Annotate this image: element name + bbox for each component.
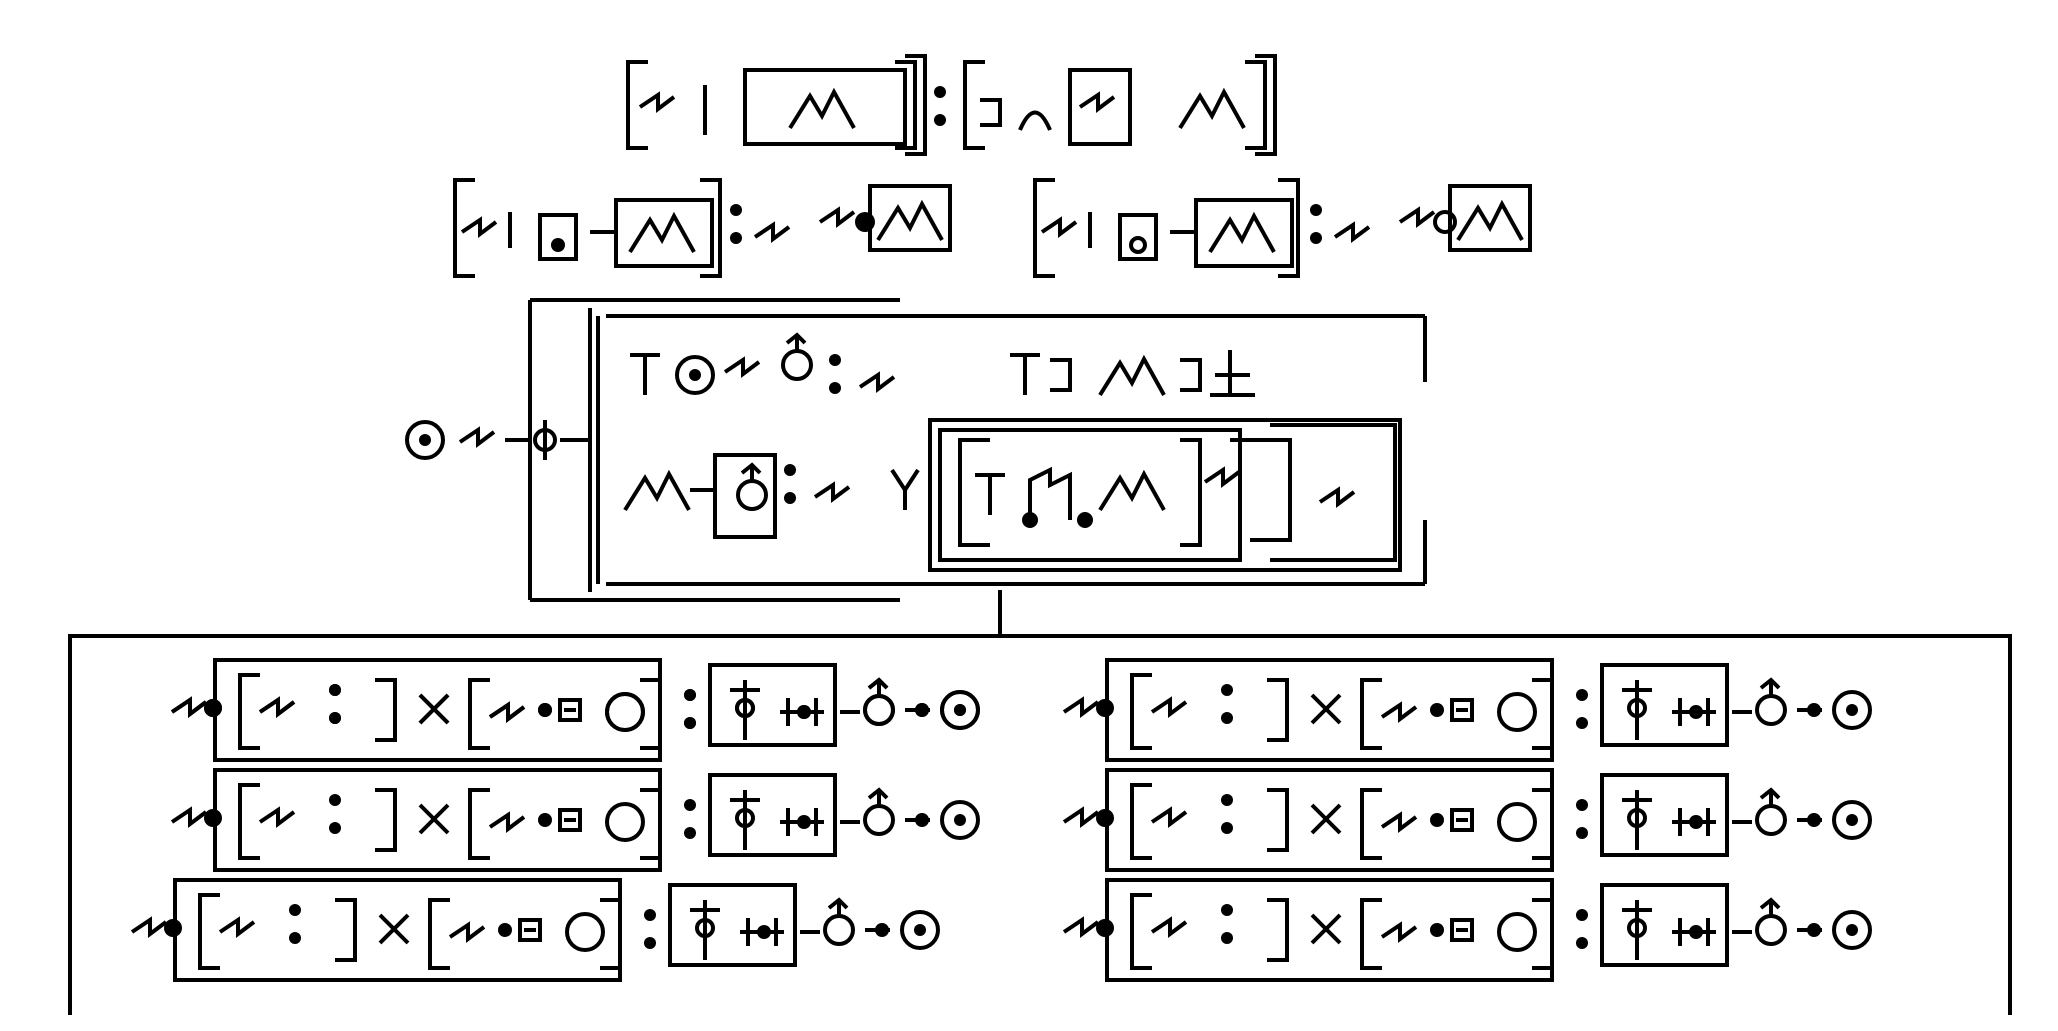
row-3 <box>630 333 1255 397</box>
connector <box>68 590 2012 1015</box>
row-1 <box>626 54 1277 156</box>
main-frame <box>405 298 1427 602</box>
formula-row-7a <box>132 880 938 980</box>
formula-row-6a <box>172 770 978 870</box>
formula-row-7b <box>1064 880 1870 980</box>
row-4 <box>623 418 1402 572</box>
formula-row-5a <box>172 660 978 760</box>
formula-row-5b <box>1064 660 1870 760</box>
formula-row-6b <box>1064 770 1870 870</box>
row-2 <box>453 178 1532 278</box>
